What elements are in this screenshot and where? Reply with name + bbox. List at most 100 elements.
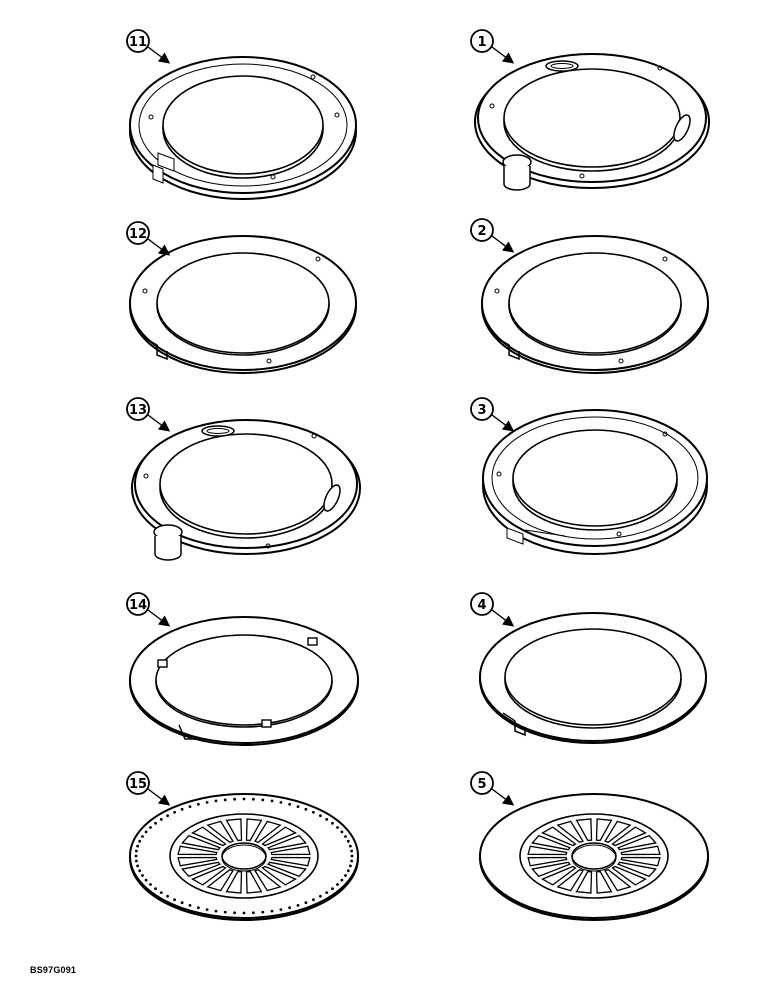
perforation-hole: [214, 909, 218, 913]
callout-2: 2: [470, 218, 515, 253]
spoke-slot: [556, 820, 584, 844]
perforation-hole: [344, 835, 347, 838]
perforation-hole: [144, 878, 148, 882]
perforation-hole: [136, 864, 139, 868]
spoke-slot: [527, 856, 568, 867]
perforation-hole: [252, 797, 255, 801]
perforation-hole: [304, 901, 308, 905]
part-3: [482, 409, 708, 555]
perforation-hole: [144, 830, 148, 834]
part-4: [479, 612, 707, 744]
perforation-hole: [350, 854, 354, 858]
spoke-slot: [541, 865, 577, 886]
spoke-slot: [270, 845, 311, 856]
perforation-hole: [141, 874, 144, 877]
spoke-slot: [254, 820, 282, 844]
perforation-hole: [252, 911, 255, 915]
perforation-hole: [138, 839, 142, 843]
perforation-hole: [180, 807, 184, 811]
perforation-hole: [346, 839, 350, 843]
perforation-hole: [180, 901, 184, 905]
perforation-hole: [197, 802, 200, 806]
perforation-hole: [344, 874, 347, 877]
perforation-hole: [138, 869, 142, 873]
perforation-hole: [319, 894, 322, 898]
spoke-slot: [531, 861, 571, 878]
spoke-slot: [254, 868, 282, 892]
perforation-hole: [288, 906, 291, 910]
perforation-hole: [214, 799, 218, 803]
spoke-slot: [225, 818, 243, 842]
perforation-hole: [205, 801, 209, 804]
spoke-slot: [575, 870, 593, 894]
spoke-slot: [191, 865, 227, 886]
perforation-hole: [312, 810, 315, 814]
perforation-hole: [233, 911, 236, 915]
part-11: [129, 56, 357, 200]
perforation-holes: [134, 797, 354, 915]
part-12: [129, 235, 357, 374]
part-5: [479, 793, 709, 921]
perforation-hole: [135, 859, 138, 863]
perforation-hole: [270, 909, 274, 913]
spoke-slot: [261, 826, 297, 847]
perforation-hole: [288, 802, 291, 806]
perforation-hole: [141, 835, 144, 838]
perforation-hole: [336, 826, 339, 829]
perforation-hole: [312, 898, 315, 902]
perforation-hole: [325, 891, 329, 894]
part-14: [129, 616, 359, 746]
callout-15: 15: [126, 771, 171, 806]
perforation-hole: [349, 864, 352, 868]
perforation-hole: [197, 906, 200, 910]
callout-label: 13: [129, 403, 147, 418]
spoke-slot: [604, 820, 632, 844]
spoke-slot: [206, 868, 234, 892]
spoke-slot: [267, 834, 307, 851]
spoke-slot: [527, 845, 568, 856]
spoke-slot: [261, 865, 297, 886]
perforation-hole: [154, 887, 157, 891]
perforation-hole: [261, 910, 265, 914]
perforation-hole: [223, 910, 227, 914]
spoke-slot: [556, 868, 584, 892]
perforation-hole: [136, 844, 139, 848]
callout-label: 12: [129, 227, 147, 242]
spoke-slot: [225, 870, 243, 894]
disc-spokes: [177, 818, 311, 894]
callout-label: 4: [477, 598, 486, 613]
perforation-hole: [279, 801, 283, 804]
spoke-slot: [177, 856, 218, 867]
perforation-hole: [205, 908, 209, 911]
figure-code: BS97G091: [30, 965, 77, 975]
spoke-slot: [595, 870, 613, 894]
spoke-slot: [617, 834, 657, 851]
callout-label: 14: [129, 598, 147, 613]
perforation-hole: [331, 887, 334, 891]
callout-11: 11: [126, 29, 171, 64]
spoke-slot: [267, 861, 307, 878]
perforation-hole: [304, 807, 308, 811]
callout-12: 12: [126, 221, 171, 256]
spoke-slot: [181, 861, 221, 878]
callout-label: 2: [477, 224, 486, 239]
spoke-slot: [620, 856, 661, 867]
spoke-slot: [206, 820, 234, 844]
perforation-hole: [319, 814, 322, 818]
perforation-hole: [188, 805, 192, 808]
perforation-hole: [350, 859, 353, 863]
callout-label: 5: [477, 777, 486, 792]
perforation-hole: [159, 818, 163, 821]
perforation-hole: [349, 844, 352, 848]
part-2: [481, 235, 709, 374]
perforation-hole: [166, 894, 169, 898]
callout-label: 11: [129, 35, 147, 50]
spoke-slot: [611, 826, 647, 847]
spoke-slot: [575, 818, 593, 842]
perforation-hole: [296, 904, 300, 907]
perforation-hole: [331, 821, 334, 825]
callout-3: 3: [470, 397, 515, 432]
perforation-hole: [149, 883, 152, 886]
spoke-slot: [191, 826, 227, 847]
